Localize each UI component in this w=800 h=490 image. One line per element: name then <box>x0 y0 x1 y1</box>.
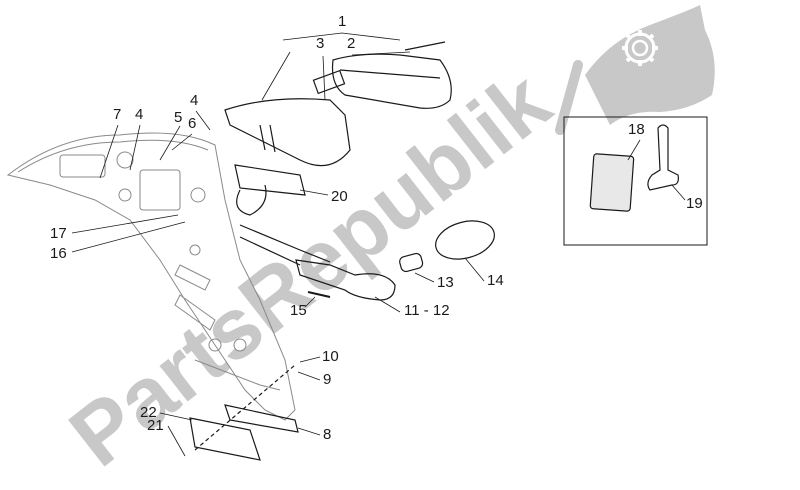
taillight-housing <box>224 41 452 167</box>
callout-21[interactable]: 21 <box>147 417 164 434</box>
callout-18[interactable]: 18 <box>628 121 645 138</box>
callout-6[interactable]: 6 <box>188 115 197 132</box>
reflector-inset-box <box>563 116 708 246</box>
rear-mudguard-frame <box>6 132 296 421</box>
watermark-text: PartsRepublik <box>53 53 568 485</box>
callout-7[interactable]: 7 <box>113 106 122 123</box>
callout-17[interactable]: 17 <box>50 225 67 242</box>
callout-2[interactable]: 2 <box>347 35 356 52</box>
callout-9[interactable]: 9 <box>323 371 332 388</box>
callout-8[interactable]: 8 <box>323 426 332 443</box>
gear-flag-icon <box>555 5 715 135</box>
turn-signal <box>239 220 495 301</box>
callout-4b[interactable]: 4 <box>135 106 144 123</box>
callout-13[interactable]: 13 <box>437 274 454 291</box>
callout-20[interactable]: 20 <box>331 188 348 205</box>
callout-10[interactable]: 10 <box>322 348 339 365</box>
callout-14[interactable]: 14 <box>487 272 504 289</box>
callout-4a[interactable]: 4 <box>190 92 199 109</box>
callout-1[interactable]: 1 <box>338 13 347 30</box>
callout-22[interactable]: 22 <box>140 404 157 421</box>
callout-11-12[interactable]: 11 - 12 <box>404 302 450 319</box>
callout-15[interactable]: 15 <box>290 302 307 319</box>
license-plate-light <box>234 164 306 216</box>
callout-19[interactable]: 19 <box>686 195 703 212</box>
license-plate-holder <box>189 364 299 461</box>
callout-16[interactable]: 16 <box>50 245 67 262</box>
callout-5[interactable]: 5 <box>174 109 183 126</box>
callout-3[interactable]: 3 <box>316 35 325 52</box>
leader-lines <box>71 32 686 457</box>
